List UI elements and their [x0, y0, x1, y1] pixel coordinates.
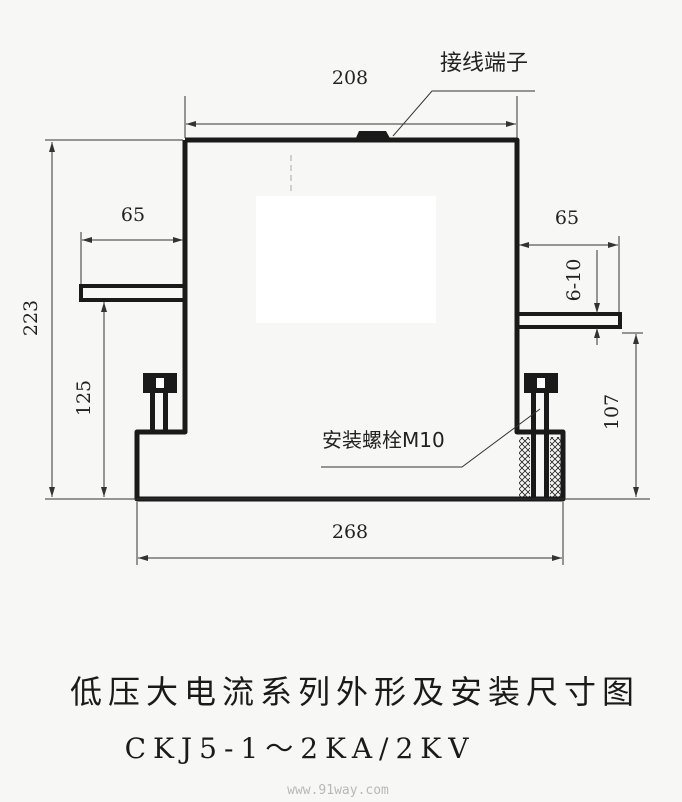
terminal-callout: 接线端子 [392, 51, 535, 137]
dim-right-busbar-height: 107 [601, 394, 623, 430]
dim-total-height: 223 [20, 300, 42, 336]
terminal-label: 接线端子 [440, 51, 528, 76]
left-busbar [79, 284, 187, 302]
mounting-bolt-label: 安装螺栓M10 [322, 428, 445, 452]
nameplate-blank [256, 196, 436, 323]
dimension-107: 107 [601, 332, 643, 497]
dimension-208: 208 [184, 67, 518, 138]
contactor-body [134, 131, 566, 502]
model-number: CKJ5-1～2KA/2KV [125, 732, 476, 765]
dimension-125: 125 [73, 302, 107, 497]
dim-busbar-thickness: 6-10 [563, 259, 585, 302]
dim-left-busbar-length: 65 [121, 204, 145, 226]
terminal-bump [355, 131, 391, 140]
dimension-6-10: 6-10 [563, 250, 600, 345]
left-mounting-bolt [143, 373, 177, 431]
dim-right-busbar-length: 65 [555, 207, 579, 229]
drawing-title: 低压大电流系列外形及安装尺寸图 [70, 673, 640, 711]
dim-left-busbar-height: 125 [73, 380, 95, 416]
dimension-223: 223 [20, 139, 650, 500]
right-busbar [515, 312, 622, 329]
dim-top-width: 208 [332, 67, 368, 89]
dimension-65-left: 65 [80, 204, 183, 284]
dimension-268: 268 [136, 502, 564, 565]
watermark: www.91way.com [287, 783, 389, 798]
dim-base-width: 268 [332, 521, 368, 543]
dimension-65-right: 65 [519, 207, 620, 312]
bolt-callout: 安装螺栓M10 [321, 408, 541, 468]
right-mounting-bolt [519, 373, 561, 498]
